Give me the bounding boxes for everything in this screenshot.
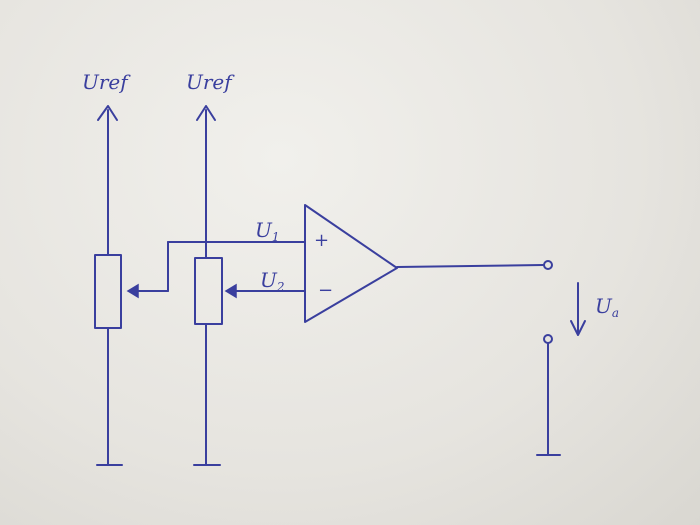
uref-left-label: Uref <box>82 70 128 94</box>
left-potentiometer <box>94 254 122 329</box>
right-potentiometer <box>194 257 223 325</box>
output-terminal <box>543 260 553 270</box>
u2-label-main: U <box>260 268 277 292</box>
ua-label: Ua <box>595 296 619 319</box>
uref-right-label: Uref <box>186 70 232 94</box>
output-wire <box>396 264 544 268</box>
u1-label-main: U <box>255 218 272 242</box>
right-uref-arrow <box>196 105 216 121</box>
u1-label-sub: 1 <box>271 230 280 244</box>
ua-arrow-head <box>570 320 586 336</box>
u2-label: U2 <box>260 270 285 293</box>
right-wiper-arrow <box>224 283 237 299</box>
left-wiper-arrow <box>126 283 139 299</box>
ground-terminal <box>543 334 553 344</box>
ua-label-sub: a <box>611 306 620 320</box>
ua-label-main: U <box>595 294 612 318</box>
left-uref-arrow <box>97 105 118 121</box>
plus-input-label: + <box>314 230 330 251</box>
u1-label: U1 <box>255 220 280 243</box>
op-amp-triangle <box>304 204 398 323</box>
u2-label-sub: 2 <box>276 280 285 294</box>
minus-input-label: − <box>318 280 334 301</box>
